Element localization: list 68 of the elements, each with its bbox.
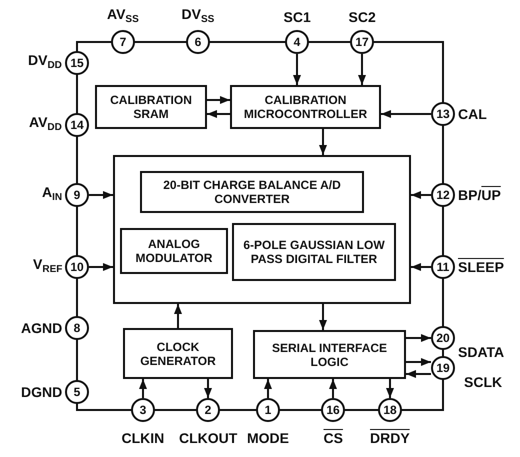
arrow	[207, 110, 230, 118]
arrow	[411, 191, 431, 199]
pin-name: A$_{IN}$	[42, 184, 62, 205]
pin-name: CLKOUT	[179, 430, 238, 446]
block-box: CALIBRATION SRAM	[95, 85, 207, 129]
arrow	[293, 54, 301, 85]
arrow	[406, 358, 431, 366]
arrow	[174, 304, 182, 328]
arrow	[319, 129, 327, 155]
pin-circle: 10	[65, 255, 89, 279]
arrow	[89, 263, 113, 271]
block-box: CALIBRATION MICROCONTROLLER	[230, 85, 381, 129]
pin-name: AV$_{SS}$	[107, 6, 139, 27]
pin-name: CAL	[458, 106, 487, 122]
pin-name: AV$_{DD}$	[29, 114, 62, 135]
block-box	[113, 155, 411, 304]
block-box: 6-POLE GAUSSIAN LOW PASS DIGITAL FILTER	[232, 223, 396, 281]
pin-circle: 19	[431, 356, 455, 380]
pin-name: SCLK	[464, 374, 502, 390]
pin-name: V$_{REF}$	[33, 256, 62, 277]
pin-circle: 4	[285, 30, 309, 54]
pin-circle: 11	[431, 255, 455, 279]
pin-circle: 9	[65, 183, 89, 207]
pin-circle: 15	[65, 51, 89, 75]
pin-name: DGND	[21, 384, 62, 400]
arrow	[386, 379, 394, 398]
pin-circle: 17	[350, 30, 374, 54]
arrow	[319, 304, 327, 330]
pin-circle: 12	[431, 183, 455, 207]
pin-name: CLKIN	[122, 430, 164, 446]
arrow	[204, 379, 212, 398]
arrow	[139, 379, 147, 398]
pin-name: MODE	[247, 430, 289, 446]
pin-circle: 20	[431, 326, 455, 350]
arrow	[406, 334, 431, 342]
pin-name: SDATA	[458, 344, 504, 360]
pin-name: SC2	[348, 9, 376, 25]
pin-circle: 13	[431, 102, 455, 126]
pin-name: DV$_{DD}$	[28, 52, 62, 73]
pin-circle: 5	[65, 380, 89, 404]
block-box: CLOCK GENERATOR	[123, 328, 233, 379]
arrow	[406, 370, 431, 378]
pin-circle: 3	[131, 398, 155, 422]
pin-circle: 1	[256, 398, 280, 422]
pin-circle: 6	[186, 30, 210, 54]
pin-name: DRDY	[370, 430, 410, 446]
pin-name: AGND	[21, 320, 62, 336]
arrow	[411, 263, 431, 271]
arrow	[89, 191, 113, 199]
block-box: ANALOG MODULATOR	[120, 228, 228, 274]
pin-name: CS	[324, 430, 343, 446]
pin-circle: 8	[65, 316, 89, 340]
pin-circle: 2	[196, 398, 220, 422]
arrow	[329, 379, 337, 398]
arrow	[381, 110, 431, 118]
pin-name: SC1	[284, 9, 311, 25]
block-box: 20-BIT CHARGE BALANCE A/D CONVERTER	[140, 171, 364, 213]
pin-name: SLEEP	[458, 259, 504, 275]
pin-circle: 7	[111, 30, 135, 54]
pin-name: BP/UP	[458, 187, 501, 203]
pin-name: DV$_{SS}$	[182, 6, 214, 27]
arrow	[207, 96, 230, 104]
block-box: SERIAL INTERFACE LOGIC	[253, 330, 406, 379]
arrow	[358, 54, 366, 85]
arrow	[264, 379, 272, 398]
pin-circle: 14	[65, 113, 89, 137]
pin-circle: 16	[321, 398, 345, 422]
pin-circle: 18	[378, 398, 402, 422]
